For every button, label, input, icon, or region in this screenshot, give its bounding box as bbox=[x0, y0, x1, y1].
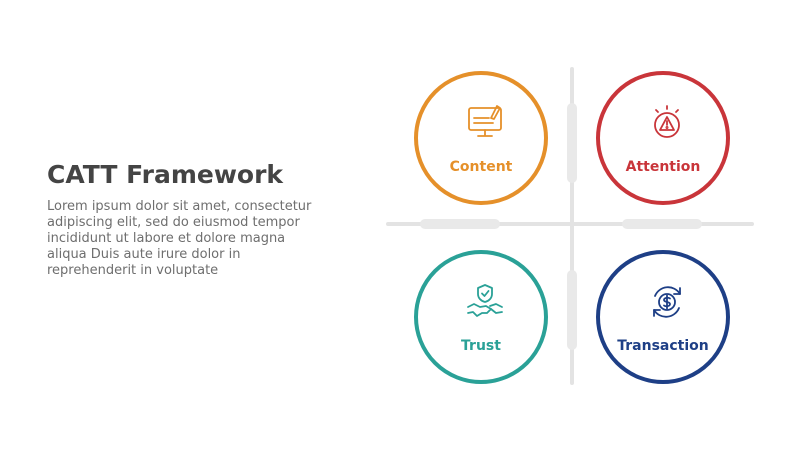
handshake-shield-icon bbox=[467, 284, 503, 317]
quadrant-label: Trust bbox=[461, 338, 501, 354]
divider-accent bbox=[567, 270, 577, 350]
page-title: CATT Framework bbox=[47, 160, 284, 189]
description-text: Lorem ipsum dolor sit amet, consectetur … bbox=[47, 199, 347, 279]
description-line: adipiscing elit, sed do eiusmod tempor bbox=[47, 215, 300, 230]
vertical-divider bbox=[570, 67, 574, 385]
dollar-cycle-icon bbox=[653, 286, 681, 318]
computer-pen-icon bbox=[468, 105, 502, 137]
description-line: aliqua Duis aute irure dolor in bbox=[47, 247, 241, 262]
divider-accent bbox=[567, 103, 577, 183]
horizontal-divider bbox=[386, 222, 754, 226]
description-line: reprehenderit in voluptate bbox=[47, 263, 219, 278]
quadrant-label: Attention bbox=[625, 159, 701, 175]
quadrant-label: Content bbox=[449, 159, 513, 175]
alert-warning-icon bbox=[654, 105, 680, 138]
quadrant-attention: Attention bbox=[596, 71, 730, 205]
quadrant-label: Transaction bbox=[617, 338, 709, 354]
quadrant-transaction: Transaction bbox=[596, 250, 730, 384]
divider-accent bbox=[622, 219, 702, 229]
description-line: Lorem ipsum dolor sit amet, consectetur bbox=[47, 199, 312, 214]
quadrant-trust: Trust bbox=[414, 250, 548, 384]
divider-accent bbox=[420, 219, 500, 229]
quadrant-content: Content bbox=[414, 71, 548, 205]
description-line: incididunt ut labore et dolore magna bbox=[47, 231, 286, 246]
